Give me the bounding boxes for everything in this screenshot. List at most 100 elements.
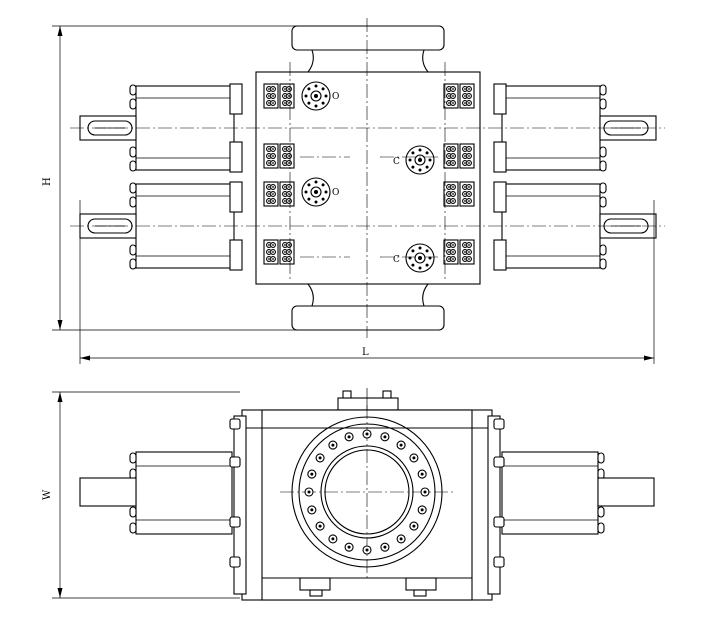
flange-bolt-center <box>399 537 403 541</box>
front-cap-bolt <box>597 506 605 518</box>
bolt-center <box>268 193 270 195</box>
bolt-center <box>468 88 470 90</box>
port-bolt <box>321 183 325 187</box>
port-bolt <box>425 165 429 169</box>
port-center <box>418 256 422 260</box>
bolt-center <box>448 95 450 97</box>
port-center <box>314 190 318 194</box>
flange-bolt-center <box>318 524 322 528</box>
port-bolt <box>314 104 318 108</box>
bolt-center <box>448 162 450 164</box>
bolt-center <box>288 251 290 253</box>
mount-ring <box>493 141 507 173</box>
port-bolt <box>321 87 325 91</box>
flange-bolt-center <box>331 443 335 447</box>
cap-bolt <box>129 258 137 270</box>
right-front-actuator <box>493 418 655 568</box>
bolt-block <box>459 181 475 207</box>
bolt-center <box>464 244 466 246</box>
bolt-center <box>284 251 286 253</box>
bolt-center <box>268 155 270 157</box>
side-plate-bolt <box>229 418 241 430</box>
bolt-block <box>263 83 279 109</box>
bolt-center <box>452 88 454 90</box>
bolt-center <box>452 200 454 202</box>
bolt-center <box>268 162 270 164</box>
port-mark-c-mid: C <box>393 157 400 167</box>
bolt-center <box>288 200 290 202</box>
bolt-center <box>452 162 454 164</box>
bolt-center <box>284 186 286 188</box>
bolt-center <box>288 148 290 150</box>
bolt-center <box>448 186 450 188</box>
top-flange <box>291 25 445 73</box>
side-plate-bolt <box>493 516 505 528</box>
bolt-center <box>448 258 450 260</box>
bolt-center <box>448 200 450 202</box>
port-bolt <box>418 246 422 250</box>
front-cap-bolt <box>129 506 137 518</box>
cap-bolt <box>599 258 607 270</box>
port-bolt <box>314 200 318 204</box>
bolt-center <box>464 193 466 195</box>
cap-bolt <box>599 196 607 208</box>
mount-ring <box>493 239 507 271</box>
dimension-h: H <box>42 25 300 331</box>
bolt-center <box>284 258 286 260</box>
bolt-center <box>268 186 270 188</box>
centerlines-top <box>70 18 665 338</box>
bolt-block <box>279 83 295 109</box>
bolt-center <box>448 193 450 195</box>
bolt-center <box>268 258 270 260</box>
round-port <box>301 177 331 207</box>
bolt-center <box>268 251 270 253</box>
flange-bolt-center <box>318 456 322 460</box>
flange-bolt-center <box>423 490 427 494</box>
top-view: O O C C H <box>42 18 665 364</box>
port-bolt <box>425 263 429 267</box>
side-plate-bolt <box>493 456 505 468</box>
bolt-center <box>464 258 466 260</box>
port-mark-o-top: O <box>332 92 339 102</box>
dimension-l-label: L <box>362 347 369 358</box>
bolt-center <box>284 244 286 246</box>
port-bolt <box>307 87 311 91</box>
port-bolt <box>307 197 311 201</box>
bolt-center <box>464 162 466 164</box>
bolt-center <box>448 88 450 90</box>
port-bolt <box>411 249 415 253</box>
bolt-center <box>272 95 274 97</box>
bolt-block <box>279 143 295 169</box>
bolt-center <box>468 148 470 150</box>
dimension-w: W <box>42 391 240 599</box>
cap-bolt <box>129 182 137 194</box>
bolt-center <box>268 244 270 246</box>
side-plate-bolt <box>229 556 241 568</box>
bolt-center <box>272 200 274 202</box>
bolt-block <box>443 143 459 169</box>
front-cap-bolt <box>129 522 137 534</box>
cap-bolt <box>599 98 607 110</box>
flange-bolt-center <box>307 490 311 494</box>
bolt-center <box>448 251 450 253</box>
side-plate-bolt <box>229 456 241 468</box>
bolt-center <box>288 193 290 195</box>
port-center <box>418 158 422 162</box>
bolt-center <box>448 148 450 150</box>
bolt-center <box>268 148 270 150</box>
bolt-center <box>452 193 454 195</box>
cap-bolt <box>129 146 137 158</box>
flange-bolt-center <box>383 435 387 439</box>
mount-ring <box>229 141 243 173</box>
front-cap-bolt <box>129 452 137 464</box>
bolt-center <box>468 155 470 157</box>
mount-ring <box>229 239 243 271</box>
port-bolt <box>418 148 422 152</box>
bolt-block <box>263 181 279 207</box>
bolt-center <box>464 95 466 97</box>
bolt-block <box>279 239 295 265</box>
port-bolt <box>425 151 429 155</box>
front-view: W <box>42 388 655 601</box>
port-center <box>314 94 318 98</box>
